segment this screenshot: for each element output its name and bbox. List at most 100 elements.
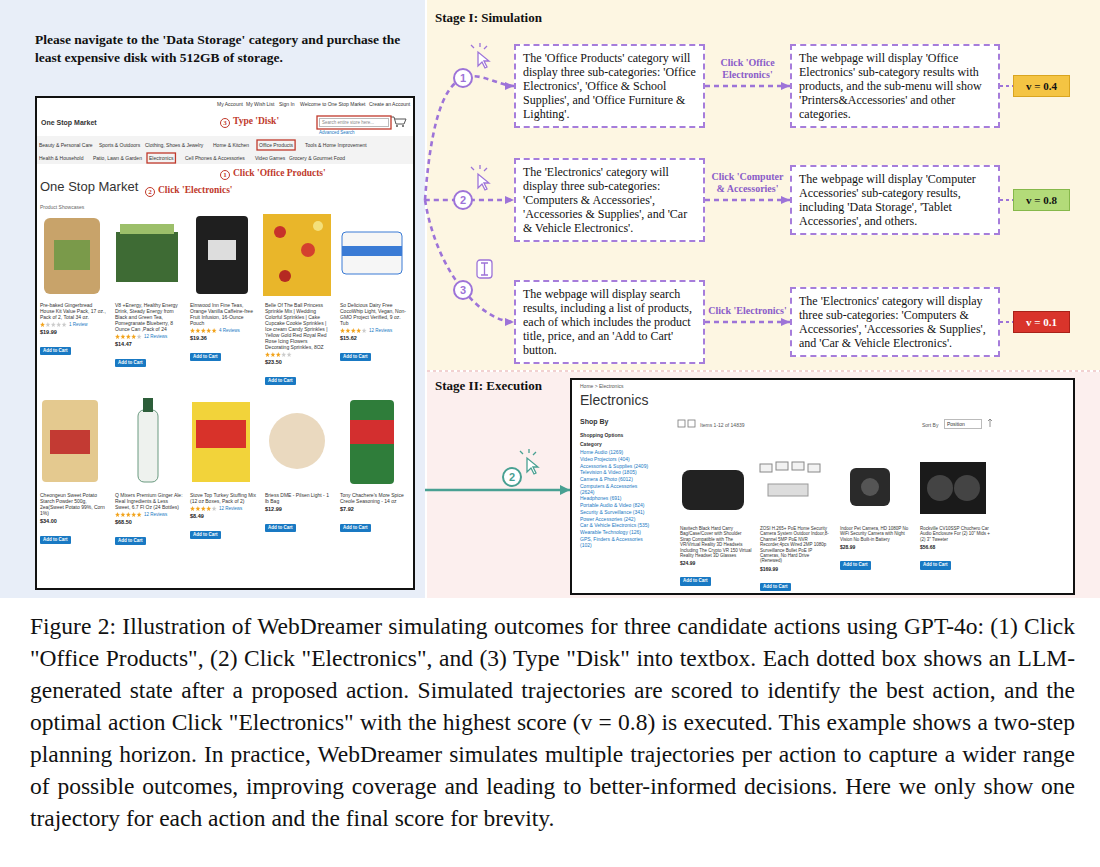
star	[62, 322, 67, 327]
edge-label: Click 'Computer & Accessories'	[708, 171, 788, 194]
annotation-text: Click 'Electronics'	[158, 185, 233, 196]
score-text: v = 0.8	[1026, 195, 1057, 206]
star	[212, 506, 217, 511]
stage-heading: Stage II: Execution	[435, 378, 542, 394]
button-row: Add to Cart	[40, 527, 108, 545]
product-title: Q Mixers Premium Ginger Ale: Real Ingred…	[115, 492, 183, 510]
list-icon	[688, 420, 695, 427]
nav-band	[37, 136, 413, 164]
add-to-cart-button: Add to Cart	[920, 561, 951, 570]
product-title: ZOSI H.265+ PoE Home Security Camera Sys…	[760, 526, 832, 564]
page-heading: Electronics	[580, 392, 648, 408]
product-image	[42, 400, 98, 482]
state-text: The 'Office Products' category will disp…	[523, 51, 696, 121]
button-row: Add to Cart	[40, 338, 108, 356]
category-link: GPS, Finders & Accessories (102)	[580, 537, 652, 549]
rating-row: 4 Reviews	[190, 328, 258, 333]
price: $15.62	[340, 335, 408, 342]
category-link: Power Accessories (242)	[580, 517, 652, 523]
star	[356, 328, 361, 333]
cursor-icon	[471, 43, 489, 68]
button-row: Add to Cart	[190, 522, 258, 540]
rating-row: 12 Reviews	[115, 512, 183, 517]
star	[195, 328, 200, 333]
product-image	[776, 462, 788, 470]
sidebar-subheading: Shopping Options	[580, 432, 623, 438]
product-card: Cheongeun Sweet Potato Starch Powder 500…	[40, 492, 108, 545]
product-card: Belle Of The Ball Princess Sprinkle Mix …	[265, 302, 333, 386]
callout-number: 1	[453, 68, 473, 88]
price: $28.99	[840, 544, 912, 550]
product-title: So Delicious Dairy Free CocoWhip Light, …	[340, 302, 408, 326]
product-image	[682, 470, 744, 510]
star	[126, 512, 131, 517]
edge-label: Click 'Electronics'	[708, 305, 788, 317]
price: $68.50	[115, 519, 183, 526]
button-row: Add to Cart	[115, 528, 183, 546]
callout-number: 2	[502, 467, 522, 487]
star	[45, 322, 50, 327]
cursor-arrow	[527, 458, 538, 474]
star	[137, 334, 142, 339]
star-rating	[115, 334, 142, 339]
stage-heading: Stage I: Simulation	[435, 10, 542, 26]
product-image	[342, 232, 402, 274]
click-rays	[471, 165, 487, 171]
product-image	[301, 243, 315, 257]
add-to-cart-button: Add to Cart	[115, 359, 146, 368]
product-image	[954, 475, 980, 501]
product-image	[274, 226, 286, 238]
state-text: The webpage will display search results,…	[523, 287, 696, 357]
callout-number: 2	[145, 187, 155, 197]
edge-label: Click 'Office Electronics'	[708, 57, 788, 80]
connector-arrow	[705, 321, 790, 324]
highlight-box	[257, 140, 295, 150]
nav-link: Health & Household	[39, 155, 83, 161]
product-image	[54, 240, 90, 270]
star	[190, 506, 195, 511]
category-link: Video Projectors (404)	[580, 457, 652, 463]
product-title: Navitech Black Hard Carry Bag/Case/Cover…	[680, 526, 752, 558]
button-row: Add to Cart	[840, 552, 912, 570]
search-box: Search entire store here...	[319, 118, 389, 127]
review-link: 12 Reviews	[369, 328, 392, 333]
product-image	[861, 478, 879, 496]
sort-arrow	[988, 419, 992, 427]
star	[287, 352, 292, 357]
store-logo: One Stop Market	[41, 119, 97, 127]
score-text: v = 0.4	[1026, 81, 1057, 92]
price: $12.99	[265, 506, 333, 513]
text-cursor-frame	[477, 260, 492, 278]
star	[351, 328, 356, 333]
product-title: V8 +Energy, Healthy Energy Drink, Steady…	[115, 302, 183, 332]
add-to-cart-button: Add to Cart	[340, 353, 371, 362]
product-image	[138, 410, 158, 482]
star	[206, 328, 211, 333]
price: $169.99	[760, 566, 832, 572]
text-cursor-icon	[477, 260, 492, 278]
connector-arrow	[1000, 85, 1013, 87]
link: Advanced Search	[319, 130, 355, 135]
star	[340, 328, 345, 333]
callout-number: 1	[220, 170, 230, 180]
product-card: Elmwood Inn Fine Teas, Orange Vanilla Ca…	[190, 302, 258, 362]
product-title: Pre-baked Gingerbread House Kit Value Pa…	[40, 302, 108, 320]
webpage-screenshot: My AccountMy Wish ListSign InWelcome to …	[35, 96, 415, 590]
nav-link: Electronics	[149, 155, 173, 161]
button-row: Add to Cart	[920, 552, 992, 570]
star	[270, 352, 275, 357]
product-card: Stove Top Turkey Stuffing Mix (12 oz Box…	[190, 492, 258, 540]
price: $56.68	[920, 544, 992, 550]
header-link: My Wish List	[246, 101, 274, 107]
add-to-cart-button: Add to Cart	[680, 577, 711, 586]
category-link: Security & Surveillance (341)	[580, 510, 652, 516]
button-row: Add to Cart	[190, 344, 258, 362]
product-image	[50, 430, 90, 454]
nav-link: Clothing, Shoes & Jewelry	[145, 142, 203, 148]
header-link: Create an Account	[369, 101, 410, 107]
category-link: Computers & Accessories (2624)	[580, 484, 652, 496]
product-image	[269, 413, 325, 469]
callout-number: 3	[220, 118, 230, 128]
button-row: Add to Cart	[340, 344, 408, 362]
